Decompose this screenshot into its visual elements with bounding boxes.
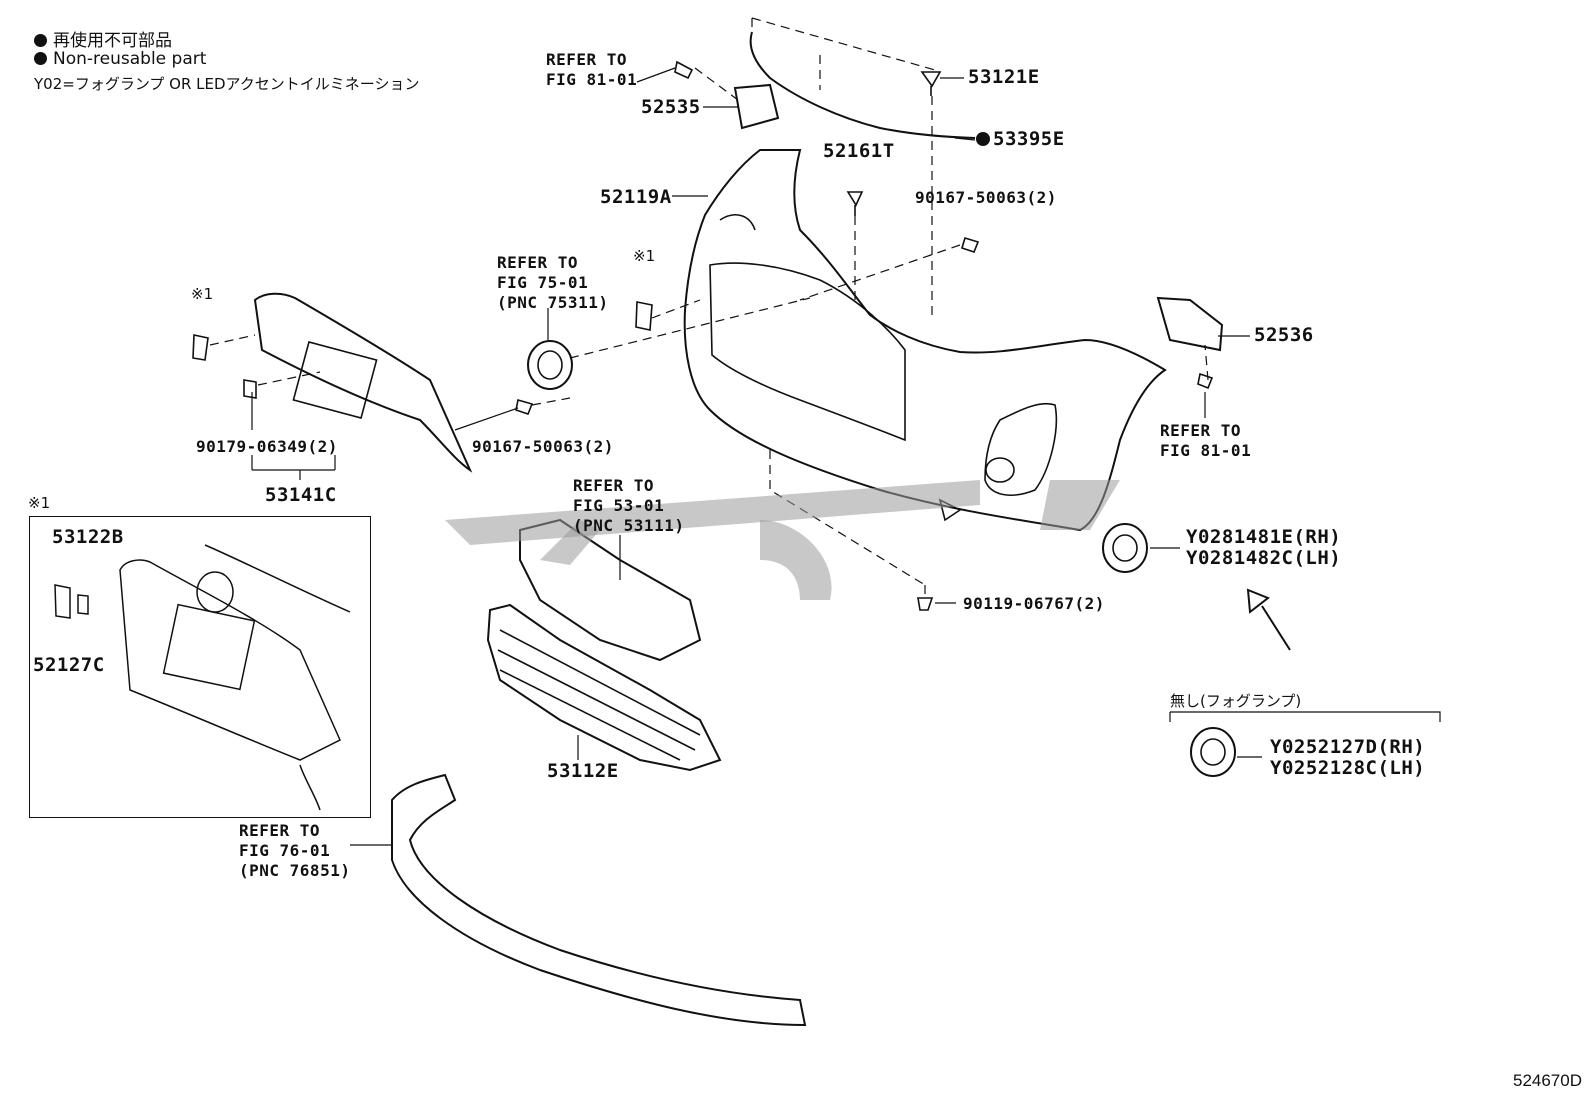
refer-to-fig-53-01: REFER TO FIG 53-01 (PNC 53111) (573, 476, 685, 535)
note-mark-1-inset: ※1 (28, 494, 51, 512)
upper-grille-53141C (253, 292, 473, 473)
legend-y02-note: Y02=フォグランプ OR LEDアクセントイルミネーション (34, 75, 420, 93)
fog-cover (1190, 727, 1236, 777)
part-label-Y0252128C: Y0252128C(LH) (1270, 757, 1426, 779)
variant-label-no-fog: 無し(フォグランプ) (1170, 692, 1302, 710)
bracket-52536 (1156, 296, 1224, 352)
part-label-90167-mid: 90167-50063(2) (472, 437, 614, 456)
view-arrow (1246, 588, 1291, 651)
fog-bezel (1102, 523, 1148, 573)
bumper-cover (683, 149, 1167, 532)
note-mark-1-center: ※1 (633, 247, 656, 265)
legend-nonreusable-en: Non-reusable part (34, 49, 206, 69)
part-label-52535: 52535 (641, 96, 701, 118)
radiator-grille-support (519, 518, 702, 662)
lower-grille-53112E (486, 603, 722, 772)
part-label-52161T: 52161T (823, 140, 895, 162)
part-label-53141C: 53141C (265, 484, 337, 506)
part-label-90167-top: 90167-50063(2) (915, 188, 1057, 207)
part-label-53112E: 53112E (547, 760, 619, 782)
detail-inset-box (29, 516, 371, 818)
clip-53121E (920, 71, 942, 96)
part-label-52127C: 52127C (33, 654, 105, 676)
refer-to-fig-75-01: REFER TO FIG 75-01 (PNC 75311) (497, 253, 609, 312)
part-label-53395E: 53395E (976, 128, 1065, 150)
part-label-53122B: 53122B (52, 526, 124, 548)
refer-to-fig-76-01: REFER TO FIG 76-01 (PNC 76851) (239, 821, 351, 880)
part-label-Y0252127D: Y0252127D(RH) (1270, 736, 1426, 758)
lower-spoiler (391, 773, 807, 1027)
emblem (527, 340, 573, 390)
part-label-Y0281482C: Y0281482C(LH) (1186, 547, 1342, 569)
part-label-53121E: 53121E (968, 66, 1040, 88)
bracket-52535 (733, 83, 780, 130)
part-label-90119: 90119-06767(2) (963, 594, 1105, 613)
part-label-90179: 90179-06349(2) (196, 437, 338, 456)
part-label-Y0281481E: Y0281481E(RH) (1186, 526, 1342, 548)
illustration-id: 524670D (1512, 1071, 1582, 1090)
clip-52161T (846, 191, 864, 216)
refer-to-fig-81-01-top: REFER TO FIG 81-01 (546, 50, 638, 89)
part-label-52119A: 52119A (600, 186, 672, 208)
watermark (445, 480, 1120, 600)
refer-to-fig-81-01-right: REFER TO FIG 81-01 (1160, 421, 1252, 460)
legend-nonreusable-jp: 再使用不可部品 (34, 26, 172, 51)
note-mark-1-left: ※1 (191, 285, 214, 303)
wire-harness-53395E (749, 31, 976, 139)
part-label-52536: 52536 (1254, 324, 1314, 346)
